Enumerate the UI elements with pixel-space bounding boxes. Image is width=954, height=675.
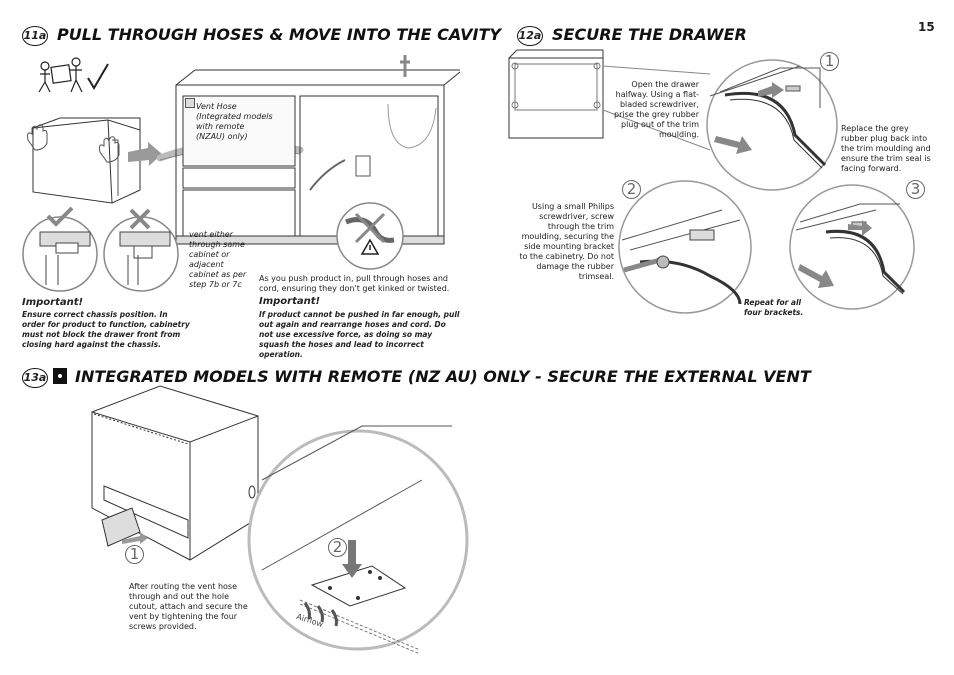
- arrow-icon: [122, 532, 148, 544]
- important-left-heading: Important!: [22, 297, 84, 308]
- section-title-11a: PULL THROUGH HOSES & MOVE INTO THE CAVIT…: [57, 25, 501, 44]
- step-number-1-12a: 1: [820, 52, 839, 71]
- checkmark-icon: [46, 206, 74, 227]
- vent-either-note: vent either through same cabinet or adja…: [189, 230, 247, 289]
- step-number-2-13a: 2: [328, 538, 347, 557]
- section-title-13a: INTEGRATED MODELS WITH REMOTE (NZ AU) ON…: [75, 367, 811, 386]
- cross-icon: [129, 208, 151, 230]
- product-illustration-13a: [91, 385, 259, 561]
- two-person-lift-icon: [38, 57, 83, 93]
- page-number: 15: [918, 20, 935, 34]
- important-right-text: If product cannot be pushed in far enoug…: [259, 310, 460, 359]
- zoom-step2-12a: [618, 180, 752, 314]
- step-number-1-13a: 1: [125, 545, 144, 564]
- section-badge-13a: 13a: [22, 368, 48, 388]
- zoom-step3-12a: [789, 184, 915, 310]
- hand-icon: [27, 124, 120, 163]
- kink-warning-illustration: [336, 202, 404, 270]
- section-title-12a: SECURE THE DRAWER: [552, 25, 747, 44]
- cabinet-illustration-11a: [175, 55, 461, 245]
- section-badge-12a: 12a: [517, 26, 543, 46]
- step2-text-12a: Using a small Philips screwdriver, screw…: [519, 202, 614, 281]
- push-instruction-text: As you push product in, pull through hos…: [259, 274, 450, 293]
- vent-hose-note: Vent Hose (Integrated models with remote…: [196, 102, 273, 141]
- product-illustration-11a: [32, 117, 141, 204]
- repeat-note: Repeat for all four brackets.: [744, 298, 804, 317]
- important-right-heading: Important!: [259, 296, 321, 307]
- section-badge-11a: 11a: [22, 26, 48, 46]
- step-number-2-12a: 2: [622, 180, 641, 199]
- zoom-vent-13a: [247, 425, 469, 655]
- checkmark-icon: [87, 63, 109, 90]
- step1-text-12a: Open the drawer halfway. Using a flat-bl…: [613, 80, 699, 139]
- remote-icon: [53, 368, 67, 384]
- step-number-3-12a: 3: [906, 180, 925, 199]
- step3-text-12a: Replace the grey rubber plug back into t…: [841, 124, 931, 173]
- important-left-text: Ensure correct chassis position. In orde…: [22, 310, 190, 349]
- remote-icon: [185, 98, 195, 108]
- zoom-step1-12a: [706, 59, 838, 191]
- vent-instruction-text: After routing the vent hose through and …: [129, 582, 248, 631]
- drawer-illustration-12a: [508, 49, 711, 151]
